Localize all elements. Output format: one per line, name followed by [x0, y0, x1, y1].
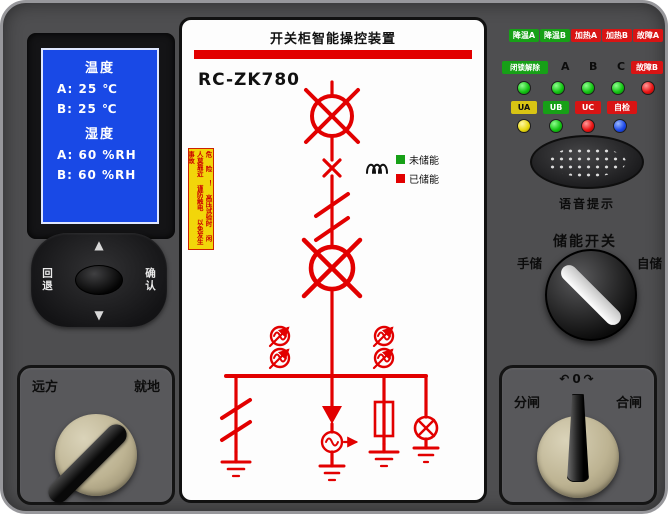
tag-cooling-a: 降温A: [509, 29, 539, 42]
uc-led: [581, 119, 595, 133]
charge-switch-knob-stripe: [557, 261, 625, 329]
charged-color-swatch: [396, 174, 405, 183]
single-line-diagram: [220, 80, 440, 482]
speaker-grille: [530, 135, 644, 189]
ua-led: [517, 119, 531, 133]
mimic-panel: 开关柜智能操控装置 RC-ZK780 危 险 ！ 高压试验时 闲人莫靠近 谨防触…: [179, 17, 487, 503]
tag-interlock-release: 闭锁解除: [502, 61, 548, 74]
tag-ub: UB: [543, 101, 569, 114]
lcd-screen: 温度 A: 25 ℃ B: 25 ℃ 湿度 A: 60 %RH B: 60 %R…: [41, 48, 159, 224]
confirm-button[interactable]: 确认: [144, 267, 156, 293]
interlock-led: [517, 81, 531, 95]
auto-charge-label: 自储: [637, 256, 663, 271]
down-arrow-button[interactable]: ▼: [94, 308, 104, 322]
tag-heating-b: 加热B: [602, 29, 632, 42]
nav-pad: ▲ 回退 确认 ▼: [31, 233, 167, 327]
lcd-bezel: 温度 A: 25 ℃ B: 25 ℃ 湿度 A: 60 %RH B: 60 %R…: [27, 33, 175, 239]
not-charged-color-swatch: [396, 155, 405, 164]
tag-heating-a: 加热A: [571, 29, 601, 42]
model-number: RC-ZK780: [198, 70, 300, 90]
ub-led: [549, 119, 563, 133]
voice-prompt-label: 语音提示: [558, 197, 615, 211]
remote-local-knob[interactable]: [44, 414, 137, 507]
local-label: 就地: [133, 380, 160, 395]
tag-fault-a: 故障A: [633, 29, 663, 42]
arc-left-icon: ↶: [559, 372, 573, 386]
lcd-humidity-b: B: 60 %RH: [57, 168, 137, 182]
arc-right-icon: ↷: [583, 372, 597, 386]
not-charged-label: 未储能: [409, 156, 439, 167]
speaker-dots: [548, 147, 626, 177]
tag-cooling-b: 降温B: [540, 29, 570, 42]
up-arrow-button[interactable]: ▲: [94, 238, 104, 252]
tag-self-check: 自检: [607, 101, 637, 114]
phase-b-label: B: [589, 60, 598, 73]
lcd-temperature-title: 温度: [84, 61, 115, 76]
spring-coil-icon: [366, 163, 388, 174]
lcd-temperature-b: B: 25 ℃: [57, 102, 118, 116]
lcd-humidity-title: 湿度: [84, 127, 115, 142]
warning-line: 谨防触电 以免发生事故: [188, 151, 204, 245]
tag-fault-b: 故障B: [631, 61, 663, 74]
remote-local-switch-box: 远方 就地: [17, 365, 175, 507]
warning-line: 高压试验时 闲人莫靠近: [195, 151, 212, 242]
charge-legend: 未储能 已储能: [396, 152, 439, 190]
red-divider-bar: [194, 50, 472, 59]
switch-zero-indicator: ↶0↷: [502, 372, 654, 386]
phase-a-label: A: [561, 60, 570, 73]
zero-label: 0: [572, 372, 584, 386]
charged-label: 已储能: [409, 175, 439, 186]
self-check-led: [613, 119, 627, 133]
center-button[interactable]: [75, 265, 123, 295]
charge-switch-title: 储能开关: [553, 234, 617, 250]
tag-ua: UA: [511, 101, 537, 114]
remote-label: 远方: [32, 380, 59, 395]
phase-c-led: [611, 81, 625, 95]
open-label: 分闸: [514, 396, 541, 411]
open-close-switch-box: ↶0↷ 分闸 合闸: [499, 365, 657, 505]
manual-charge-label: 手储: [517, 256, 543, 271]
lcd-temperature-a: A: 25 ℃: [57, 82, 118, 96]
fault-b-led: [641, 81, 655, 95]
warning-line: 危 险 ！: [204, 151, 212, 187]
remote-local-knob-handle: [44, 419, 132, 507]
tag-uc: UC: [575, 101, 601, 114]
phase-a-led: [551, 81, 565, 95]
back-button[interactable]: 回退: [41, 267, 53, 293]
phase-b-led: [581, 81, 595, 95]
close-label: 合闸: [615, 396, 642, 411]
lcd-humidity-a: A: 60 %RH: [57, 148, 137, 162]
panel-title: 开关柜智能操控装置: [269, 32, 396, 47]
charge-switch-knob[interactable]: [545, 249, 637, 341]
phase-c-label: C: [617, 60, 626, 73]
danger-warning-sticker: 危 险 ！ 高压试验时 闲人莫靠近 谨防触电 以免发生事故: [188, 148, 214, 250]
